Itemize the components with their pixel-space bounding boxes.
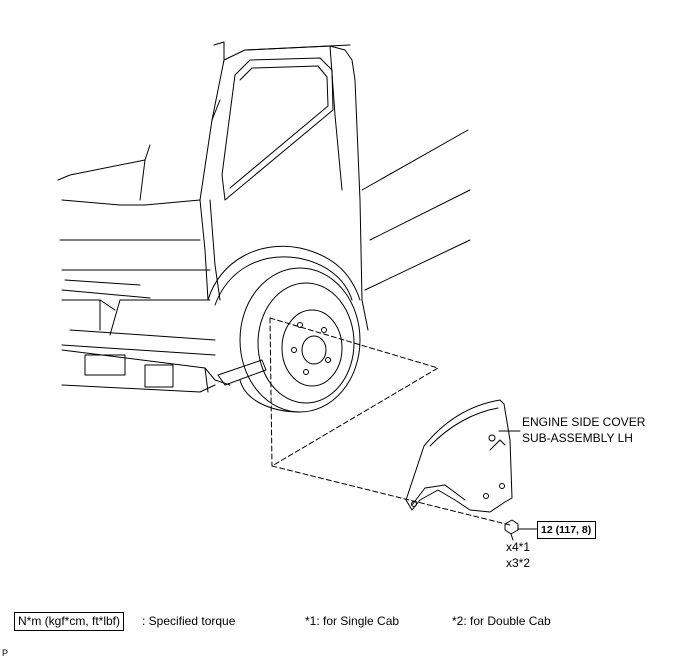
bolt-icon bbox=[504, 519, 519, 541]
front-wheel bbox=[239, 267, 361, 413]
part-label-line2: SUB-ASSEMBLY LH bbox=[522, 431, 633, 445]
torque-unit-box: N*m (kgf*cm, ft*lbf) bbox=[14, 612, 125, 631]
note-double-cab: *2: for Double Cab bbox=[452, 614, 551, 628]
location-indicator bbox=[269, 317, 511, 526]
torque-unit-description: : Specified torque bbox=[142, 614, 236, 628]
cab-body bbox=[57, 41, 471, 393]
engine-side-cover bbox=[405, 399, 513, 513]
leader-lines bbox=[498, 430, 538, 530]
corner-code: P bbox=[2, 648, 9, 658]
note-single-cab: *1: for Single Cab bbox=[305, 614, 400, 628]
torque-spec-box: 12 (117, 8) bbox=[537, 521, 597, 539]
bolt-qty-double-cab: x3*2 bbox=[506, 556, 531, 570]
part-label-line1: ENGINE SIDE COVER bbox=[522, 415, 646, 429]
bolt-qty-single-cab: x4*1 bbox=[506, 540, 531, 554]
